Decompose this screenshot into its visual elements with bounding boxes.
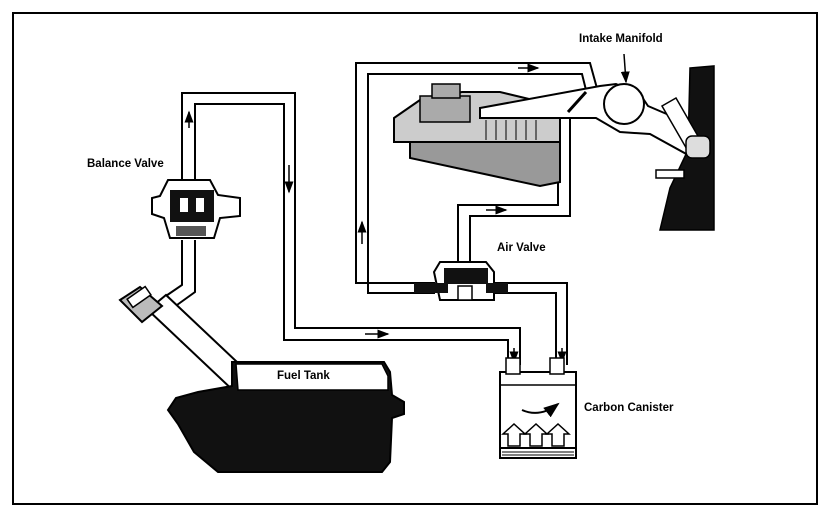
filler-neck xyxy=(118,285,258,397)
air-valve xyxy=(414,261,508,301)
diagram-frame xyxy=(12,12,818,505)
balance-valve-label: Balance Valve xyxy=(87,158,164,170)
carbon-canister xyxy=(499,357,577,459)
intake-manifold-label: Intake Manifold xyxy=(579,33,663,45)
flow-arrows xyxy=(184,63,567,364)
carbon-canister-label: Carbon Canister xyxy=(584,402,674,414)
engine-block xyxy=(655,65,715,231)
fuel-tank xyxy=(166,361,405,473)
vapor-lines xyxy=(159,62,599,365)
balance-valve xyxy=(151,179,241,239)
fuel-tank-label: Fuel Tank xyxy=(277,370,330,382)
air-valve-label: Air Valve xyxy=(497,242,546,254)
